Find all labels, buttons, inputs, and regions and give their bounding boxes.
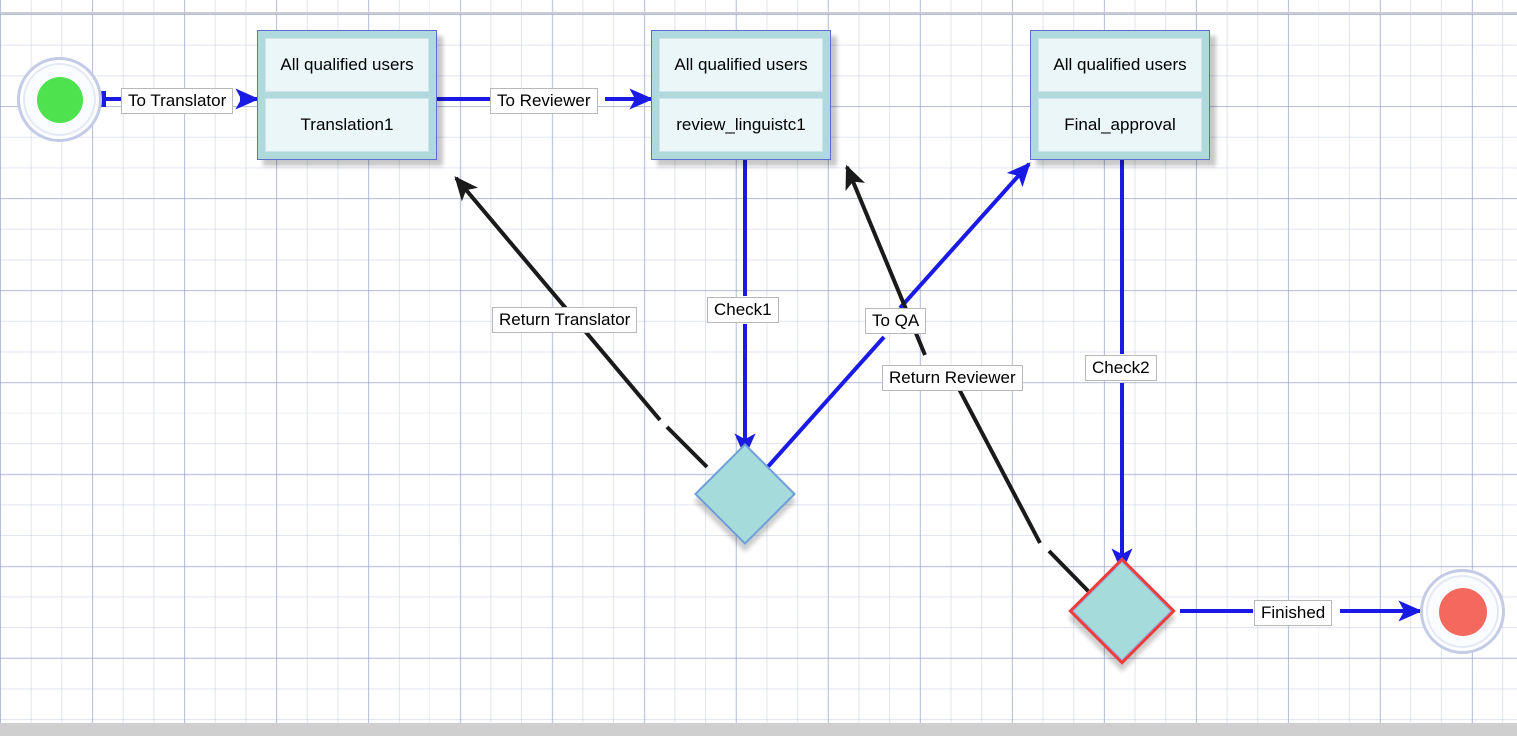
task2-role-label: All qualified users: [659, 38, 823, 92]
edge-label-to-qa[interactable]: To QA: [865, 308, 927, 334]
gateway-check2-selected[interactable]: [1068, 557, 1176, 665]
edge-return-translator-seg1[interactable]: [665, 425, 709, 469]
edge-return-reviewer-seg1[interactable]: [1047, 549, 1094, 597]
edge-label-check1[interactable]: Check1: [707, 297, 779, 323]
end-event-node[interactable]: [1420, 569, 1505, 654]
edge-label-finished[interactable]: Finished: [1254, 600, 1333, 626]
task1-name-label: Translation1: [265, 98, 429, 152]
task1-role-label: All qualified users: [265, 38, 429, 92]
edge-label-return-translator[interactable]: Return Translator: [492, 307, 638, 333]
end-event-core: [1438, 587, 1487, 636]
start-event-node[interactable]: [17, 57, 102, 142]
task-node-final-approval[interactable]: All qualified users Final_approval: [1030, 30, 1210, 160]
task-node-translation1[interactable]: All qualified users Translation1: [257, 30, 437, 160]
edge-label-check2[interactable]: Check2: [1085, 355, 1157, 381]
edge-return-reviewer-seg2[interactable]: [957, 388, 1042, 544]
edge-to-qa-seg1[interactable]: [763, 335, 886, 472]
edge-label-return-reviewer[interactable]: Return Reviewer: [882, 365, 1023, 391]
task3-role-label: All qualified users: [1038, 38, 1202, 92]
edge-label-to-reviewer[interactable]: To Reviewer: [490, 88, 598, 114]
task3-name-label: Final_approval: [1038, 98, 1202, 152]
start-event-core: [36, 76, 83, 123]
gateway-check1[interactable]: [694, 443, 796, 545]
bottom-status-bar: [0, 723, 1517, 736]
task-node-review-linguistc1[interactable]: All qualified users review_linguistc1: [651, 30, 831, 160]
task2-name-label: review_linguistc1: [659, 98, 823, 152]
canvas-top-rule: [0, 12, 1517, 14]
edge-label-to-translator[interactable]: To Translator: [121, 88, 234, 114]
edge-to-qa-seg2[interactable]: [898, 162, 1031, 310]
edge-return-translator-seg2[interactable]: [454, 176, 662, 422]
